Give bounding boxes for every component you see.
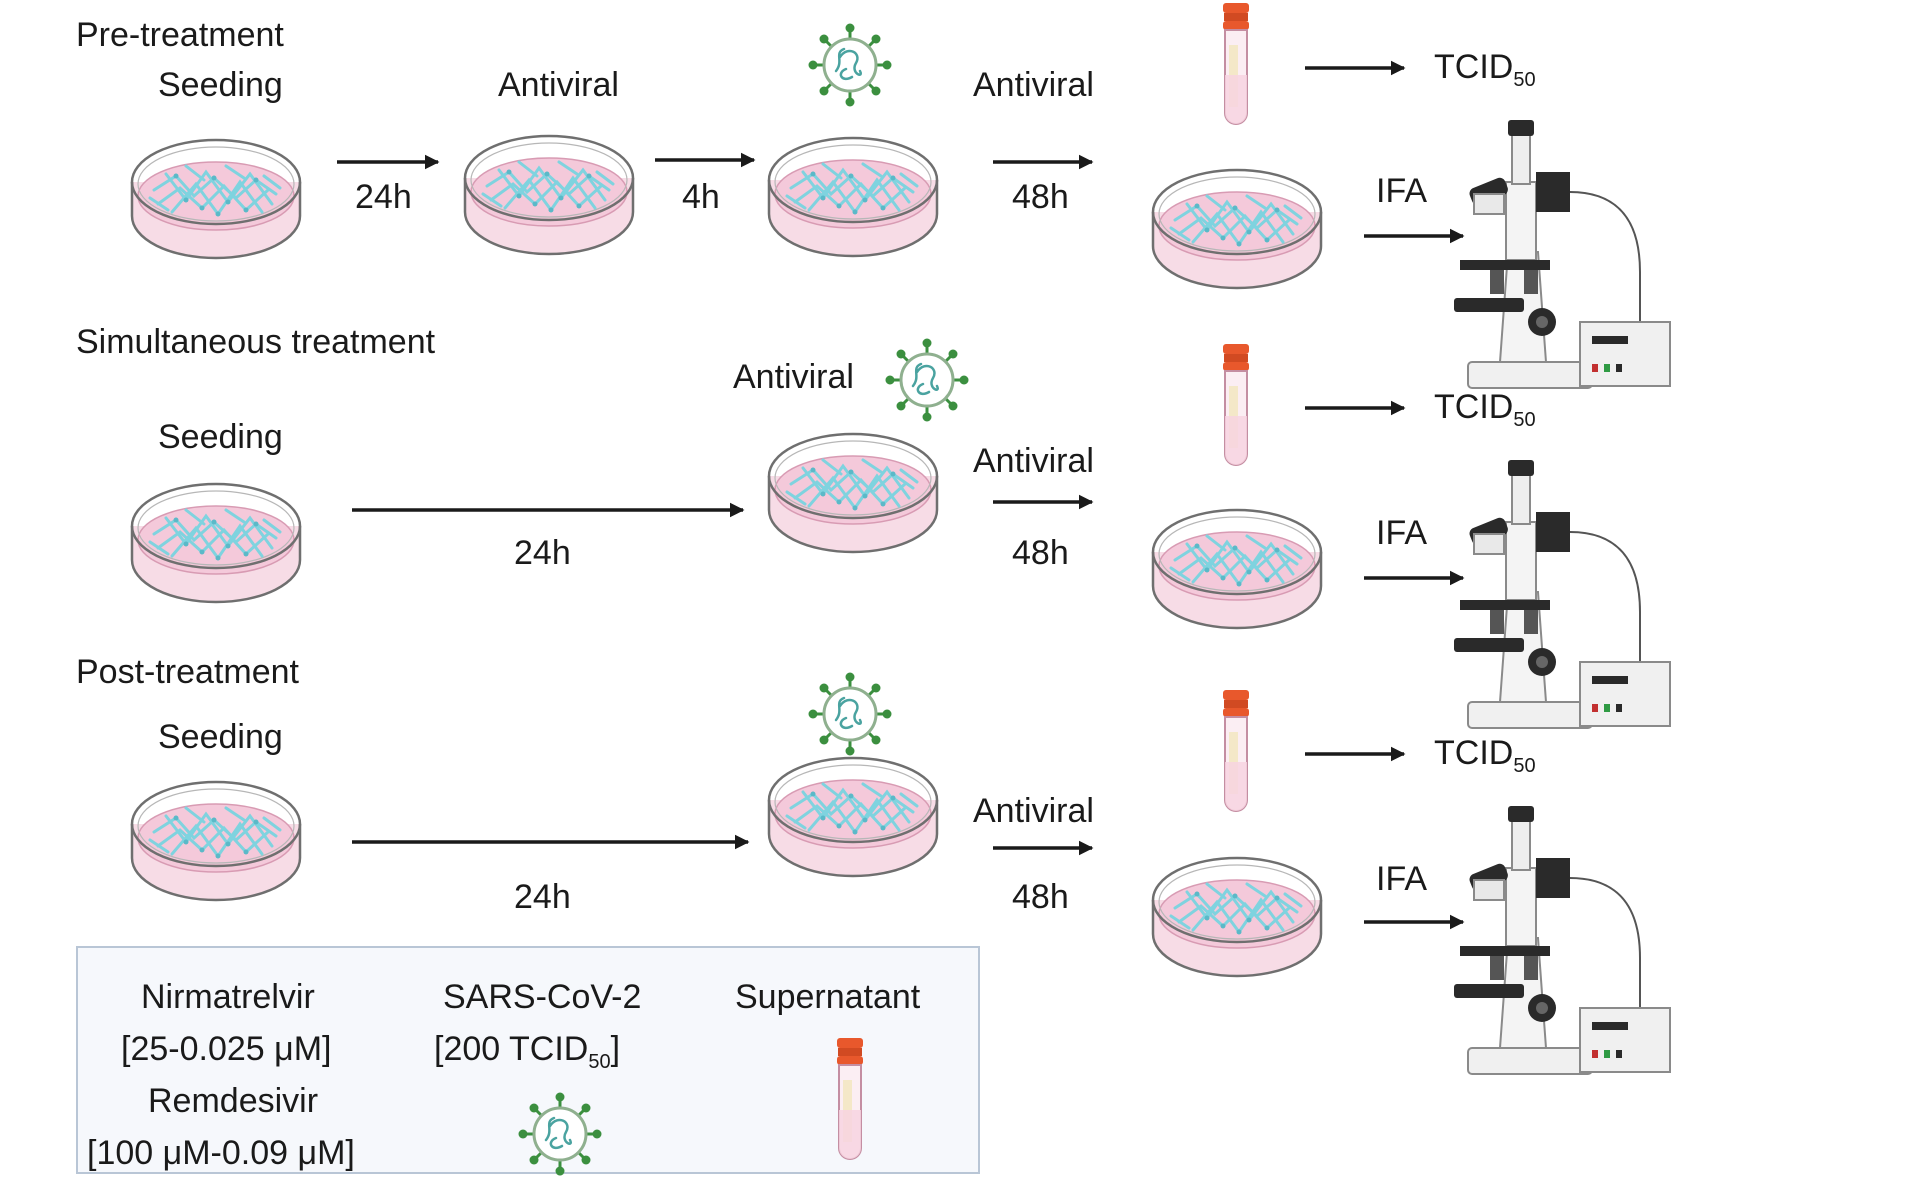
label-ifa: IFA	[1376, 860, 1428, 898]
label-ifa: IFA	[1376, 514, 1428, 552]
label-seeding: Seeding	[158, 66, 283, 104]
section-title-simultaneous: Simultaneous treatment	[76, 323, 436, 361]
label-antiviral: Antiviral	[733, 358, 854, 396]
label-antiviral: Antiviral	[973, 442, 1094, 480]
arrow-icon	[352, 746, 1465, 930]
legend-nirmatrelvir: Nirmatrelvir	[141, 978, 315, 1016]
label-time: 48h	[1012, 534, 1069, 572]
label-time: 24h	[514, 534, 571, 572]
arrow-icon	[352, 400, 1465, 586]
virus-icon	[517, 1091, 603, 1177]
label-tcid50: TCID50	[1434, 734, 1536, 777]
legend-remdesivir-range: [100 μM-0.09 μM]	[87, 1134, 355, 1172]
label-time: 4h	[682, 178, 720, 216]
label-tcid50: TCID50	[1434, 48, 1536, 91]
sample-tube-icon	[836, 1037, 864, 1160]
label-seeding: Seeding	[158, 418, 283, 456]
arrow-icon	[337, 60, 1465, 244]
label-time: 24h	[355, 178, 412, 216]
pre-treatment-row	[130, 2, 1671, 389]
label-antiviral: Antiviral	[973, 792, 1094, 830]
label-antiviral: Antiviral	[973, 66, 1094, 104]
legend-remdesivir: Remdesivir	[148, 1082, 319, 1120]
label-antiviral: Antiviral	[498, 66, 619, 104]
label-tcid50: TCID50	[1434, 388, 1536, 431]
label-time: 24h	[514, 878, 571, 916]
legend-sars-cov-2: SARS-CoV-2	[443, 978, 642, 1016]
legend-box	[76, 946, 980, 1174]
legend-nirmatrelvir-range: [25-0.025 μM]	[121, 1030, 332, 1068]
legend-supernatant: Supernatant	[735, 978, 921, 1016]
post-treatment-row	[130, 671, 1671, 1075]
legend-sars-dose: [200 TCID50]	[434, 1030, 621, 1073]
label-time: 48h	[1012, 878, 1069, 916]
label-ifa: IFA	[1376, 172, 1428, 210]
label-time: 48h	[1012, 178, 1069, 216]
section-title-pre: Pre-treatment	[76, 16, 284, 54]
label-seeding: Seeding	[158, 718, 283, 756]
section-title-post: Post-treatment	[76, 653, 299, 691]
simultaneous-treatment-row	[130, 337, 1671, 729]
